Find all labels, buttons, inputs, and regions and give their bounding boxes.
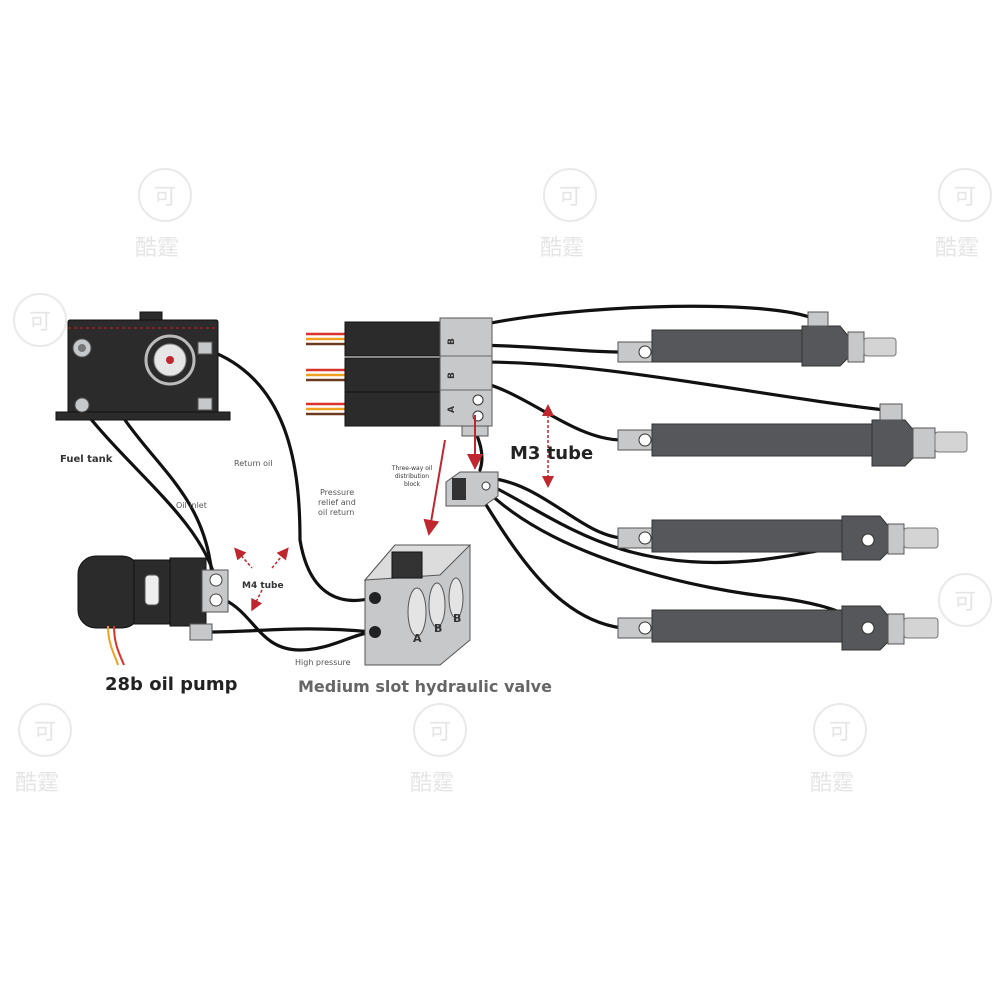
label-oil-inlet: Oil inlet <box>176 501 207 510</box>
cylinder-3 <box>617 515 939 561</box>
label-fuel-tank: Fuel tank <box>60 454 113 465</box>
hose-valve-b1-cyl1-rear <box>466 304 814 330</box>
svg-text:酷霆: 酷霆 <box>410 771 454 796</box>
arrow-m4-tube <box>271 547 289 569</box>
svg-text:可: 可 <box>34 720 56 745</box>
tank-outlet-fitting-icon <box>74 397 90 413</box>
svg-text:可: 可 <box>429 720 451 745</box>
svg-text:可: 可 <box>559 185 581 210</box>
label-m3-tube: M3 tube <box>510 443 593 464</box>
pump-fitting-icon <box>189 623 213 641</box>
label-three-way: block <box>404 481 420 488</box>
fuel-tank <box>55 311 231 421</box>
label-pressure-relief: Pressure <box>320 488 354 497</box>
label-hydraulic-valve: Medium slot hydraulic valve <box>298 677 552 696</box>
watermark-logo: 可 <box>13 293 67 347</box>
servo-icon <box>344 321 441 357</box>
cylinder-1 <box>617 311 897 367</box>
label-pressure-relief: oil return <box>318 508 354 517</box>
tank-inlet-fitting-icon <box>72 338 92 358</box>
label-high-pressure: High pressure <box>295 658 351 667</box>
hose-threeway-cyl4-rear <box>486 490 864 627</box>
three-way-block <box>445 471 499 507</box>
svg-text:可: 可 <box>829 720 851 745</box>
svg-text:可: 可 <box>954 185 976 210</box>
svg-text:可: 可 <box>954 590 976 615</box>
watermarks: 可 酷霆 可 酷霆 可 酷霆 可 可 酷霆 可 酷霆 可 <box>13 168 992 796</box>
label-three-way: Three-way oil <box>391 465 433 472</box>
svg-text:酷霆: 酷霆 <box>810 771 854 796</box>
watermark-logo: 可 酷霆 <box>540 168 597 261</box>
svg-text:可: 可 <box>29 310 51 335</box>
watermark-logo: 可 酷霆 <box>410 703 467 796</box>
hose-threeway-cyl3-front <box>483 476 624 540</box>
watermark-logo: 可 酷霆 <box>135 168 192 261</box>
hose-valve-b2-cyl2-rear <box>466 360 887 412</box>
label-pressure-relief: relief and <box>318 498 356 507</box>
labels: Fuel tank Return oil Oil inlet Pressure … <box>60 443 593 696</box>
oil-pump <box>77 555 229 666</box>
servo-icon <box>344 391 441 427</box>
pump-motor-icon <box>77 555 141 629</box>
label-m4-tube: M4 tube <box>242 581 284 591</box>
svg-text:可: 可 <box>154 185 176 210</box>
watermark-logo: 可 酷霆 <box>15 703 72 796</box>
svg-text:酷霆: 酷霆 <box>135 236 179 261</box>
sight-glass-icon <box>144 334 196 386</box>
arrow-m4-tube <box>234 547 253 569</box>
hydraulic-valve: A B B <box>363 544 472 666</box>
valve-port-a: A <box>413 632 422 645</box>
servo-valve-stack: B B A <box>306 317 493 437</box>
servo-port-b: B <box>447 372 457 379</box>
servo-icon <box>344 357 441 393</box>
label-return-oil: Return oil <box>234 459 272 468</box>
hose-high-pressure <box>223 598 374 652</box>
svg-text:酷霆: 酷霆 <box>15 771 59 796</box>
servo-port-a: A <box>447 406 457 413</box>
servo-wires <box>306 332 345 416</box>
watermark-logo: 可 酷霆 <box>810 703 867 796</box>
label-oil-pump: 28b oil pump <box>105 674 238 695</box>
cylinder-2 <box>617 403 968 467</box>
hose-threeway-cyl4-front <box>478 493 624 630</box>
tank-return-fitting-icon <box>197 341 213 355</box>
valve-port-b: B <box>453 612 461 625</box>
hoses <box>80 304 887 652</box>
valve-port-b: B <box>434 622 442 635</box>
hose-pump-fitting <box>208 627 374 634</box>
arrow-to-valve <box>423 439 446 536</box>
indicator-arrows <box>234 404 554 612</box>
label-three-way: distribution <box>395 473 429 480</box>
servo-port-b: B <box>447 338 457 345</box>
hose-return-oil <box>206 348 374 602</box>
cylinder-4 <box>617 605 939 651</box>
watermark-logo: 可 <box>938 573 992 627</box>
arrow-m4-tube <box>251 589 263 612</box>
watermark-logo: 可 酷霆 <box>935 168 992 261</box>
svg-text:酷霆: 酷霆 <box>935 236 979 261</box>
hose-tank-to-pump <box>80 406 217 580</box>
svg-text:酷霆: 酷霆 <box>540 236 584 261</box>
